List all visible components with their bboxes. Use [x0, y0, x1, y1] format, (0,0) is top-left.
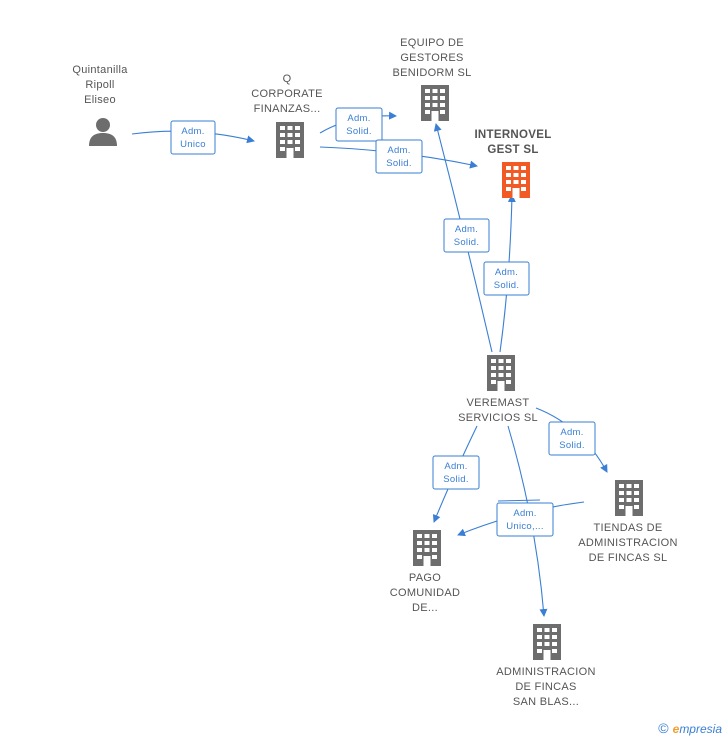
svg-text:Solid.: Solid.: [386, 158, 412, 169]
svg-text:EQUIPO DE: EQUIPO DE: [400, 37, 464, 49]
svg-text:Adm.: Adm.: [495, 267, 518, 278]
svg-text:Solid.: Solid.: [559, 440, 585, 451]
building-icon: [413, 530, 441, 566]
nodes: Quintanilla Ripoll Eliseo Q CORPORATE FI…: [72, 37, 677, 708]
svg-text:FINANZAS...: FINANZAS...: [254, 103, 321, 115]
svg-text:ADMINISTRACION: ADMINISTRACION: [578, 537, 678, 549]
svg-text:Ripoll: Ripoll: [85, 79, 114, 91]
svg-text:DE...: DE...: [412, 602, 438, 614]
svg-text:GESTORES: GESTORES: [400, 52, 463, 64]
svg-text:GEST SL: GEST SL: [487, 144, 538, 156]
edge-fan-decoration: [497, 499, 541, 502]
svg-text:INTERNOVEL: INTERNOVEL: [474, 129, 551, 141]
badge-e1[interactable]: Adm. Unico: [170, 120, 216, 155]
svg-text:VEREMAST: VEREMAST: [467, 397, 530, 409]
badge-e3[interactable]: Adm. Solid.: [375, 139, 423, 174]
edge-badges: Adm. Unico Adm. Solid. Adm. Solid. Adm. …: [170, 107, 596, 537]
svg-text:COMUNIDAD: COMUNIDAD: [390, 587, 461, 599]
brand-logo-e: e: [672, 722, 680, 736]
node-equipo[interactable]: EQUIPO DE GESTORES BENIDORM SL: [392, 37, 471, 121]
svg-text:Solid.: Solid.: [494, 280, 520, 291]
node-q-corporate[interactable]: Q CORPORATE FINANZAS...: [251, 73, 323, 158]
badge-e2[interactable]: Adm. Solid.: [335, 107, 383, 142]
svg-text:Adm.: Adm.: [513, 508, 536, 519]
svg-text:Adm.: Adm.: [560, 427, 583, 438]
building-icon: [615, 480, 643, 516]
building-icon: [487, 355, 515, 391]
svg-text:Adm.: Adm.: [181, 126, 204, 137]
svg-text:TIENDAS DE: TIENDAS DE: [593, 522, 662, 534]
svg-text:SERVICIOS SL: SERVICIOS SL: [458, 412, 538, 424]
svg-text:SAN BLAS...: SAN BLAS...: [513, 696, 579, 708]
building-icon: [421, 85, 449, 121]
svg-text:Unico: Unico: [180, 139, 206, 150]
svg-text:Unico,...: Unico,...: [506, 521, 544, 532]
building-icon: [533, 624, 561, 660]
footer-brand[interactable]: ©empresia: [658, 720, 722, 736]
badge-e5[interactable]: Adm. Solid.: [483, 261, 530, 296]
edges: [131, 111, 608, 617]
badge-e4[interactable]: Adm. Solid.: [443, 218, 490, 253]
svg-text:Q: Q: [283, 73, 292, 85]
svg-text:ADMINISTRACION: ADMINISTRACION: [496, 666, 596, 678]
svg-text:Eliseo: Eliseo: [84, 94, 116, 106]
copyright-icon: ©: [658, 720, 669, 736]
node-veremast[interactable]: VEREMAST SERVICIOS SL: [458, 355, 538, 424]
svg-text:DE FINCAS SL: DE FINCAS SL: [589, 552, 668, 564]
svg-text:Solid.: Solid.: [346, 126, 372, 137]
badge-e9[interactable]: Adm. Unico,...: [496, 502, 554, 537]
node-admin-fincas[interactable]: ADMINISTRACION DE FINCAS SAN BLAS...: [496, 624, 596, 708]
node-quintanilla[interactable]: Quintanilla Ripoll Eliseo: [72, 64, 128, 146]
badge-e7[interactable]: Adm. Solid.: [432, 455, 480, 490]
svg-text:CORPORATE: CORPORATE: [251, 88, 323, 100]
svg-text:Adm.: Adm.: [444, 461, 467, 472]
svg-text:BENIDORM SL: BENIDORM SL: [392, 67, 471, 79]
svg-text:Adm.: Adm.: [455, 224, 478, 235]
node-pago[interactable]: PAGO COMUNIDAD DE...: [390, 530, 461, 614]
node-tiendas[interactable]: TIENDAS DE ADMINISTRACION DE FINCAS SL: [578, 480, 678, 564]
svg-text:Adm.: Adm.: [347, 113, 370, 124]
person-icon: [89, 118, 117, 146]
building-icon: [276, 122, 304, 158]
svg-text:DE FINCAS: DE FINCAS: [515, 681, 576, 693]
svg-text:PAGO: PAGO: [409, 572, 441, 584]
svg-text:Solid.: Solid.: [454, 237, 480, 248]
building-icon: [502, 162, 530, 198]
badge-e6[interactable]: Adm. Solid.: [548, 421, 596, 456]
node-internovel[interactable]: INTERNOVEL GEST SL: [474, 129, 551, 198]
svg-text:Solid.: Solid.: [443, 474, 469, 485]
svg-text:Adm.: Adm.: [387, 145, 410, 156]
svg-text:Quintanilla: Quintanilla: [72, 64, 128, 76]
brand-logo-text: mpresia: [679, 722, 722, 736]
